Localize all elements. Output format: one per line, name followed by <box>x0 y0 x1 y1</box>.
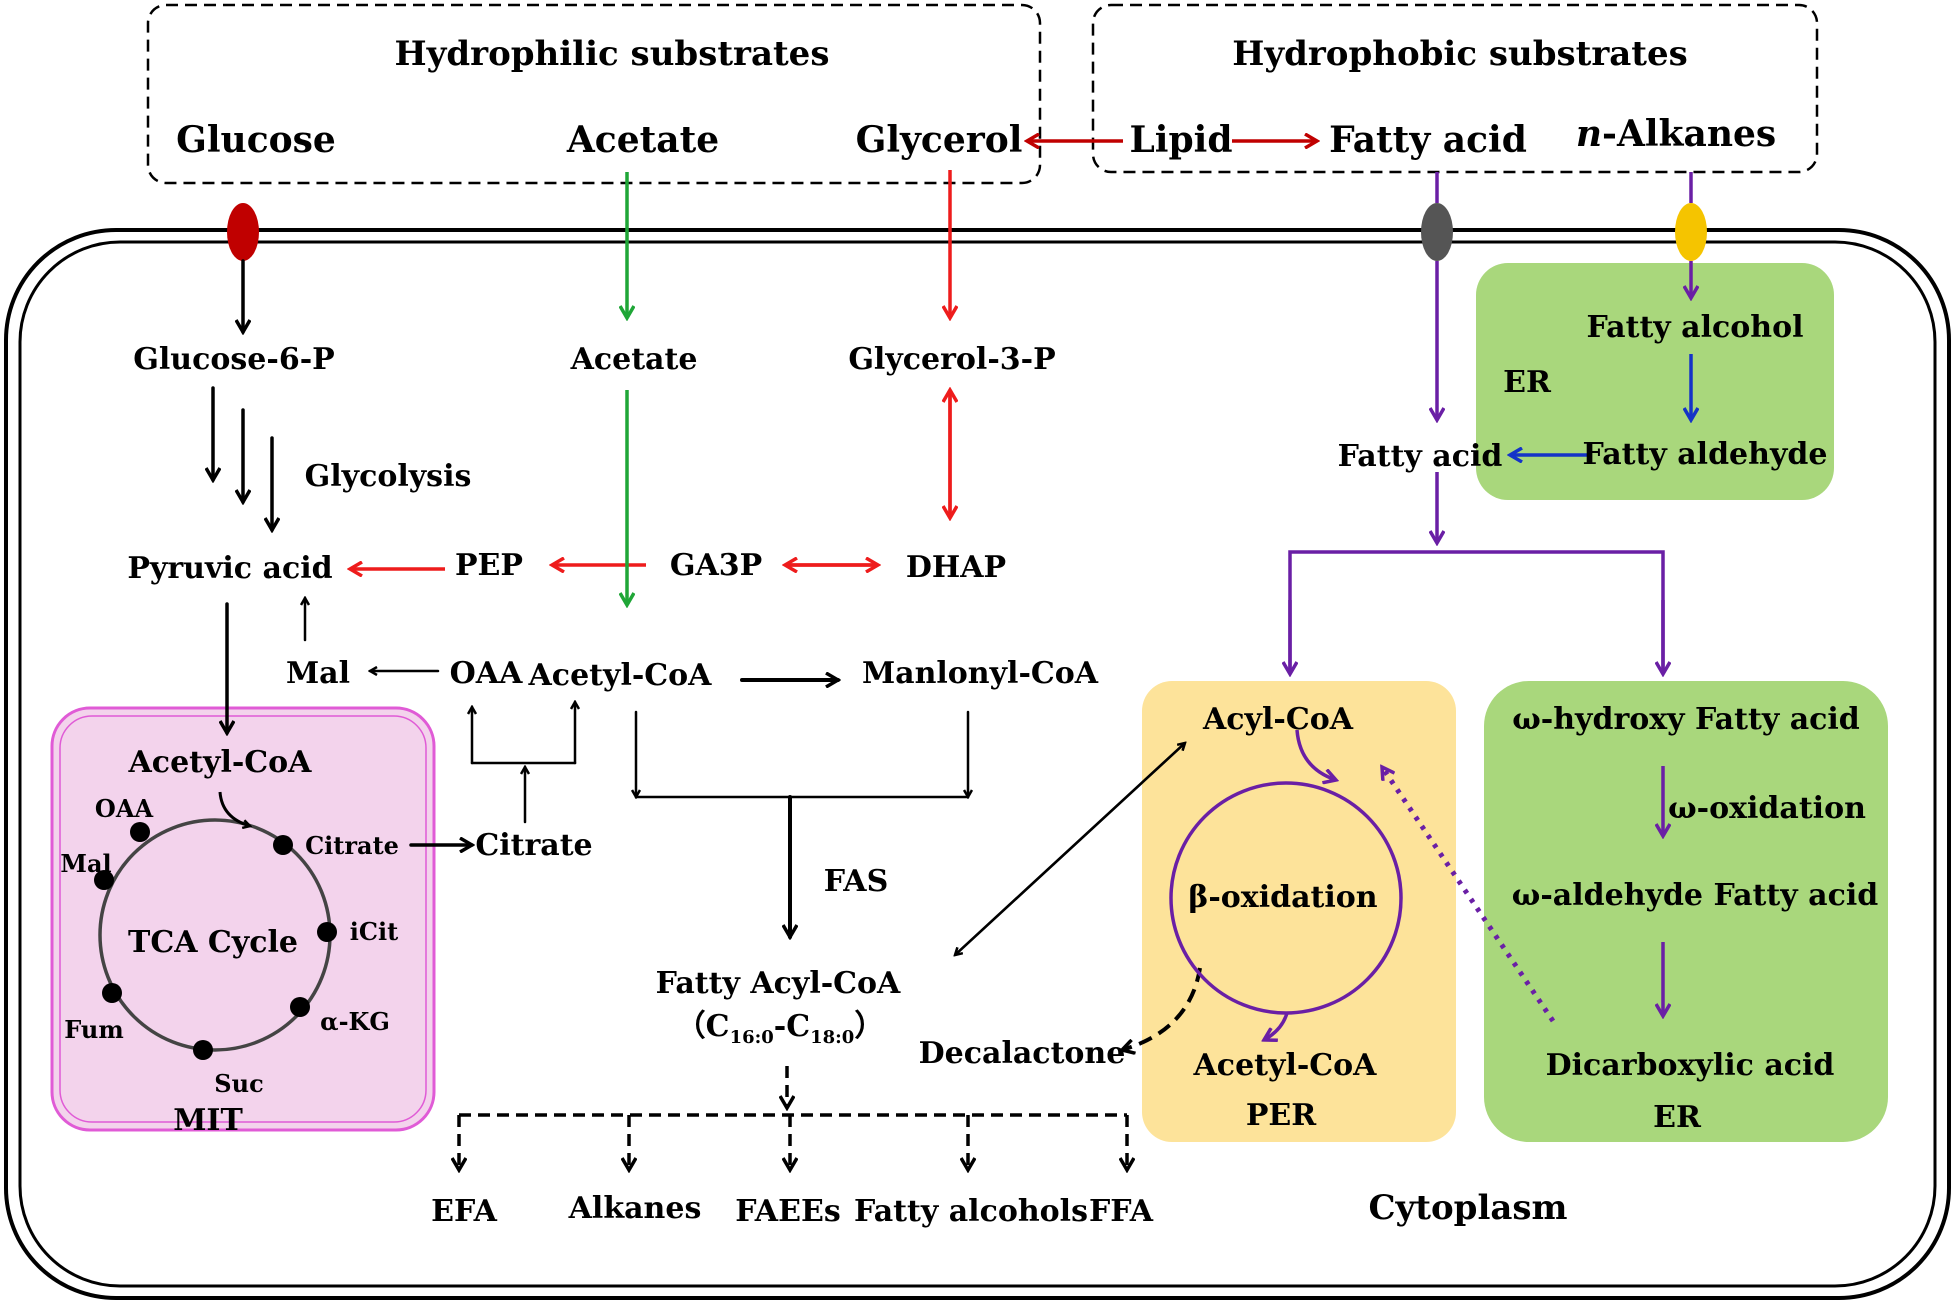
tca-dot-akg <box>290 997 310 1017</box>
label-fas: FAS <box>824 864 888 899</box>
product-alkanes: Alkanes <box>568 1191 702 1226</box>
mit-compartment <box>50 706 436 1132</box>
er-top-label: ER <box>1503 365 1552 400</box>
product-faees: FAEEs <box>735 1194 840 1229</box>
metabolite-fatty-acid-cyto: Fatty acid <box>1338 439 1503 474</box>
product-efa: EFA <box>431 1194 497 1229</box>
metabolite-acetate: Acetate <box>570 342 698 377</box>
alkane-transporter <box>1675 203 1707 261</box>
mit-citrate: Citrate <box>305 831 399 860</box>
metabolite-pyruvic-acid: Pyruvic acid <box>127 551 332 586</box>
product-ffa: FFA <box>1089 1194 1154 1229</box>
tca-dot-oaa <box>130 822 150 842</box>
metabolite-pep: PEP <box>455 548 523 583</box>
metabolite-glycerol-3p: Glycerol-3-P <box>848 342 1055 377</box>
cell-membrane <box>4 228 1951 1300</box>
er-omega-oxidation: ω-oxidation <box>1668 791 1866 826</box>
hydrophobic-substrates-box <box>1091 3 1819 174</box>
chain-open: （C <box>676 1009 730 1044</box>
mit-label: MIT <box>173 1103 243 1138</box>
metabolite-fatty-acyl-coa: Fatty Acyl-CoA <box>656 966 901 1001</box>
er-compartment-right <box>1484 681 1888 1142</box>
chain-mid: -C <box>774 1009 810 1044</box>
tca-dot-icit <box>317 922 337 942</box>
chain-sub-1: 16:0 <box>730 1027 774 1048</box>
per-acyl-coa: Acyl-CoA <box>1202 702 1354 737</box>
mit-fum: Fum <box>64 1015 123 1044</box>
hydrophobic-substrates-title: Hydrophobic substrates <box>1232 34 1688 74</box>
er-dicarboxylic-acid: Dicarboxylic acid <box>1546 1048 1835 1083</box>
er-fatty-alcohol: Fatty alcohol <box>1586 310 1803 345</box>
n-prefix: n <box>1576 113 1602 155</box>
fatty-acid-transporter <box>1421 203 1453 261</box>
acetyl-coa-exit-arrow <box>1264 1012 1289 1040</box>
metabolite-decalactone: Decalactone <box>919 1036 1126 1071</box>
mit-acetyl-coa: Acetyl-CoA <box>128 745 313 780</box>
substrate-glucose: Glucose <box>176 119 336 161</box>
er-compartment-top <box>1476 263 1834 500</box>
metabolite-manlonyl-coa: Manlonyl-CoA <box>862 656 1099 691</box>
per-label: PER <box>1246 1098 1317 1133</box>
acyl-coa-entry-arrow <box>1295 729 1336 780</box>
label-cytoplasm: Cytoplasm <box>1368 1188 1567 1228</box>
substrate-n-alkanes: n-Alkanes <box>1576 113 1776 155</box>
metabolite-citrate: Citrate <box>475 828 592 863</box>
glucose-pathway-arrows <box>213 259 968 937</box>
product-fatty-alcohols: Fatty alcohols <box>854 1194 1088 1229</box>
mit-mal: Mal <box>60 849 111 878</box>
chain-sub-2: 18:0 <box>810 1027 854 1048</box>
label-glycolysis: Glycolysis <box>305 459 472 494</box>
dicarboxylic-recycle-arrow <box>1379 767 1556 1023</box>
per-beta-oxidation: β-oxidation <box>1188 880 1377 915</box>
mit-a-kg: α-KG <box>320 1007 390 1036</box>
substrate-lipid: Lipid <box>1129 119 1232 161</box>
per-acetyl-coa: Acetyl-CoA <box>1193 1048 1378 1083</box>
tca-entry-arrow <box>218 791 250 826</box>
mit-oaa: OAA <box>95 794 154 823</box>
substrate-acetate: Acetate <box>566 119 719 161</box>
fatty-acid-pathway-arrows <box>1290 172 1691 1016</box>
chain-close: ） <box>854 1009 884 1044</box>
metabolite-acetyl-coa: Acetyl-CoA <box>528 658 713 693</box>
metabolite-dhap: DHAP <box>906 550 1006 585</box>
mit-icit: iCit <box>350 917 398 946</box>
metabolite-oaa: OAA <box>450 656 523 691</box>
per-compartment <box>1142 681 1456 1142</box>
hydrophilic-substrates-box <box>146 3 1042 185</box>
chain-length-range: （C16:0-C18:0） <box>676 1009 885 1048</box>
alkanes-suffix: -Alkanes <box>1602 113 1776 155</box>
er-omega-aldehyde: ω-aldehyde Fatty acid <box>1512 878 1878 913</box>
hydrophilic-substrates-title: Hydrophilic substrates <box>395 34 830 74</box>
er-fatty-aldehyde: Fatty aldehyde <box>1583 437 1828 472</box>
substrate-fatty-acid: Fatty acid <box>1329 119 1527 161</box>
metabolite-glucose-6p: Glucose-6-P <box>133 342 334 377</box>
tca-dot-mal <box>94 870 114 890</box>
er-omega-hydroxy: ω-hydroxy Fatty acid <box>1512 702 1860 737</box>
substrate-glycerol: Glycerol <box>856 119 1023 161</box>
metabolite-ga3p: GA3P <box>670 548 762 583</box>
tca-intermediate-dots <box>94 822 337 1060</box>
tca-dot-citrate <box>273 835 293 855</box>
decalactone-arrow <box>1122 967 1202 1050</box>
alkane-oxidation-arrows <box>1510 354 1691 455</box>
product-distribution-arrows <box>459 1066 1127 1170</box>
tca-dot-fum <box>102 983 122 1003</box>
glycerol-pathway-arrows <box>350 170 950 569</box>
er-right-label: ER <box>1653 1100 1702 1135</box>
metabolite-mal: Mal <box>286 656 350 691</box>
mit-tca-cycle: TCA Cycle <box>128 925 298 960</box>
mit-compartment-inner-border <box>59 715 427 1123</box>
acyl-coa-exchange-arrow <box>955 743 1185 955</box>
mit-suc: Suc <box>214 1069 263 1098</box>
glucose-transporter <box>227 203 259 261</box>
tca-dot-suc <box>193 1040 213 1060</box>
